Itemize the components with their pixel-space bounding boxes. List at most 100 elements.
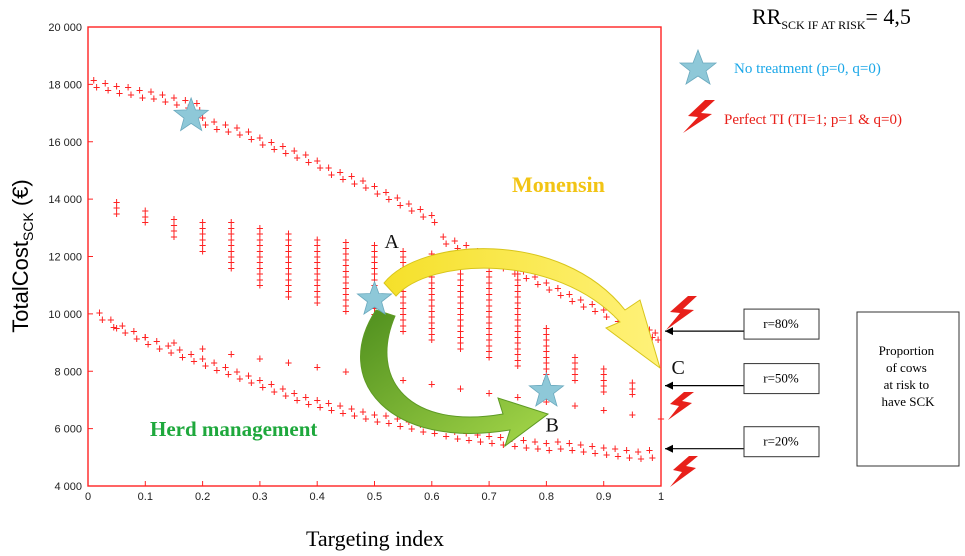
chart-title-value: = 4,5	[866, 4, 911, 29]
perfect-ti-markers	[666, 296, 698, 487]
data-point-80: +	[173, 97, 180, 111]
data-point-20: +	[282, 389, 289, 403]
data-point-50: +	[314, 238, 321, 252]
data-point-50: +	[371, 301, 378, 315]
data-point-20: +	[325, 396, 332, 410]
data-point-20: +	[474, 427, 481, 441]
data-point-80: +	[210, 115, 217, 129]
data-point-20: +	[107, 313, 114, 327]
data-point-50: +	[485, 275, 492, 289]
data-point-20: +	[314, 360, 321, 374]
data-point-80: +	[534, 277, 541, 291]
data-point-50: +	[285, 261, 292, 275]
data-point-20: +	[279, 381, 286, 395]
data-point-50: +	[543, 350, 550, 364]
data-point-50: +	[457, 284, 464, 298]
data-point-50: +	[428, 270, 435, 284]
data-point-20: +	[408, 422, 415, 436]
data-point-50: +	[371, 244, 378, 258]
data-point-20: +	[202, 359, 209, 373]
data-point-50: +	[256, 244, 263, 258]
data-point-20: +	[511, 439, 518, 453]
data-point-50: +	[629, 376, 636, 390]
data-point-80: +	[213, 122, 220, 136]
data-point-20: +	[190, 354, 197, 368]
data-point-20: +	[531, 435, 538, 449]
data-point-80: +	[417, 202, 424, 216]
point-letter-b: B	[545, 414, 558, 436]
data-point-50: +	[428, 275, 435, 289]
data-point-50: +	[600, 367, 607, 381]
data-point-50: +	[457, 301, 464, 315]
data-point-50: +	[514, 359, 521, 373]
x-tick-label: 0.3	[252, 491, 267, 503]
data-point-80: +	[182, 93, 189, 107]
data-point-50: +	[314, 232, 321, 246]
data-point-20: +	[233, 364, 240, 378]
data-point-50: +	[485, 350, 492, 364]
data-point-50: +	[400, 301, 407, 315]
data-point-80: +	[233, 120, 240, 134]
data-point-50: +	[314, 250, 321, 264]
data-point-50: +	[514, 267, 521, 281]
data-point-50: +	[314, 267, 321, 281]
data-point-50: +	[228, 215, 235, 229]
data-point-20: +	[623, 443, 630, 457]
herd-arrow	[360, 309, 550, 448]
data-point-20: +	[534, 442, 541, 456]
data-point-80: +	[305, 155, 312, 169]
data-point-50: +	[371, 250, 378, 264]
data-point-80: +	[385, 192, 392, 206]
data-point-20: +	[637, 452, 644, 466]
data-point-20: +	[176, 343, 183, 357]
data-point-20: +	[210, 356, 217, 370]
data-point-20: +	[428, 377, 435, 391]
data-point-50: +	[400, 284, 407, 298]
data-point-50: +	[400, 324, 407, 338]
data-point-20: +	[351, 409, 358, 423]
data-point-50: +	[514, 278, 521, 292]
data-point-20: +	[156, 341, 163, 355]
data-point-50: +	[543, 321, 550, 335]
data-point-20: +	[600, 440, 607, 454]
data-point-80: +	[127, 87, 134, 101]
data-point-50: +	[199, 232, 206, 246]
data-point-50: +	[400, 290, 407, 304]
data-point-80: +	[351, 176, 358, 190]
data-point-80: +	[591, 304, 598, 318]
point-letter-a: A	[384, 231, 399, 253]
r-arrow-head	[665, 381, 673, 390]
legend-no-treatment: No treatment (p=0, q=0)	[734, 61, 881, 77]
data-point-50: +	[400, 307, 407, 321]
data-point-80: +	[443, 237, 450, 251]
data-point-50: +	[256, 267, 263, 281]
data-point-80: +	[603, 310, 610, 324]
data-point-20: +	[259, 380, 266, 394]
data-point-80: +	[222, 118, 229, 132]
data-point-50: +	[514, 272, 521, 286]
lightning-icon	[683, 100, 715, 133]
data-point-50: +	[285, 244, 292, 258]
data-point-50: +	[314, 284, 321, 298]
x-tick-label: 0.5	[367, 491, 382, 503]
data-point-80: +	[124, 80, 131, 94]
data-point-50: +	[285, 290, 292, 304]
data-point-50: +	[457, 267, 464, 281]
data-point-20: +	[546, 443, 553, 457]
data-point-20: +	[485, 386, 492, 400]
data-point-20: +	[543, 436, 550, 450]
data-point-80: +	[531, 270, 538, 284]
data-point-20: +	[316, 400, 323, 414]
data-point-80: +	[90, 73, 97, 87]
data-point-50: +	[485, 264, 492, 278]
data-point-50: +	[428, 321, 435, 335]
data-point-50: +	[342, 293, 349, 307]
data-point-80: +	[652, 326, 659, 340]
x-tick-label: 0	[85, 491, 91, 503]
data-point-80: +	[256, 130, 263, 144]
data-point-20: +	[213, 363, 220, 377]
lightning-icon	[670, 456, 698, 487]
data-point-80: +	[279, 139, 286, 153]
